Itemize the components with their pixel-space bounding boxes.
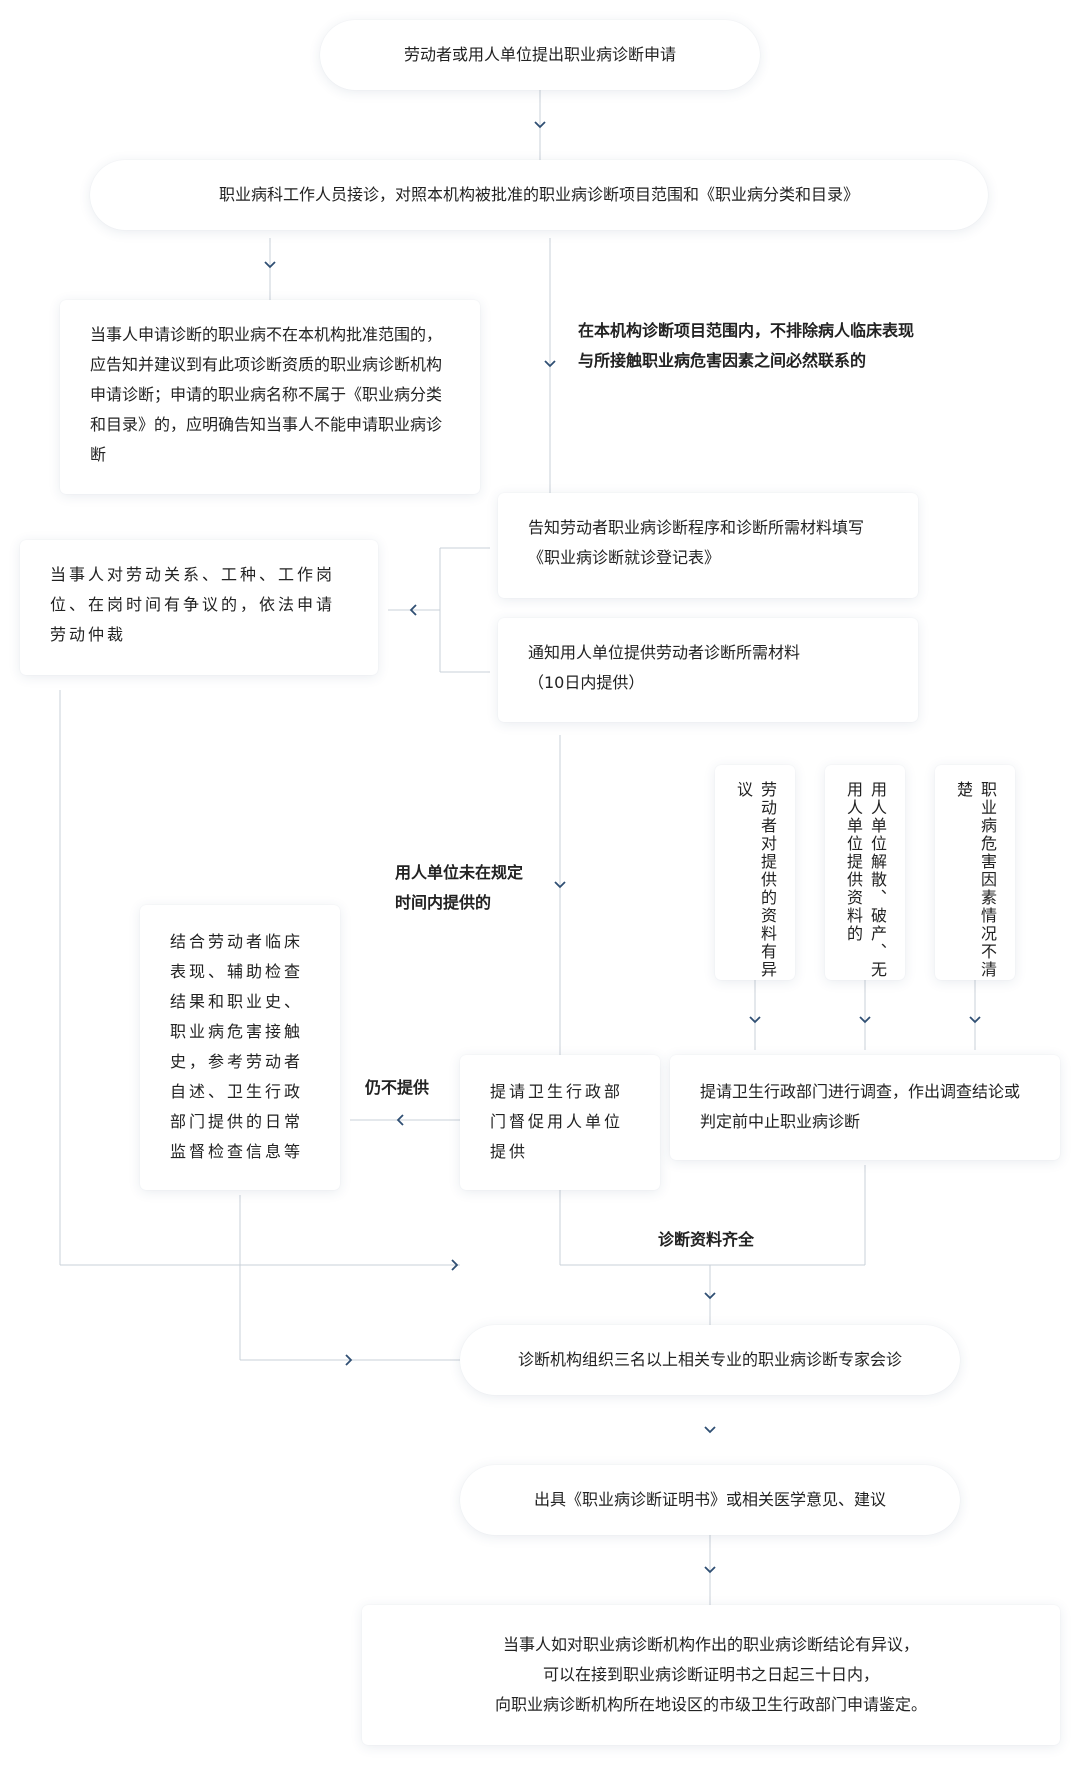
chevron-down-icon xyxy=(542,356,558,372)
node-request-investigation-text: 提请卫生行政部门进行调查，作出调查结论或判定前中止职业病诊断 xyxy=(700,1082,1021,1131)
node-out-of-scope-text: 当事人申请诊断的职业病不在本机构批准范围的，应告知并建议到有此项诊断资质的职业病… xyxy=(90,325,443,464)
node-employer-dissolved: 用人单位解散、破产、无用人单位提供资料的 xyxy=(825,765,905,980)
node-issue-certificate: 出具《职业病诊断证明书》或相关医学意见、建议 xyxy=(460,1465,960,1535)
node-notify-employer: 通知用人单位提供劳动者诊断所需材料 （10日内提供） xyxy=(498,618,918,722)
node-inform-worker-text: 告知劳动者职业病诊断程序和诊断所需材料填写《职业病诊断就诊登记表》 xyxy=(528,518,865,567)
node-in-scope-text: 在本机构诊断项目范围内，不排除病人临床表现与所接触职业病危害因素之间必然联系的 xyxy=(578,321,915,370)
node-apply: 劳动者或用人单位提出职业病诊断申请 xyxy=(320,20,760,90)
node-out-of-scope: 当事人申请诊断的职业病不在本机构批准范围的，应告知并建议到有此项诊断资质的职业病… xyxy=(60,300,480,494)
node-in-scope: 在本机构诊断项目范围内，不排除病人临床表现与所接触职业病危害因素之间必然联系的 xyxy=(578,316,928,376)
label-still-not-provided: 仍不提供 xyxy=(365,1073,429,1103)
chevron-down-icon xyxy=(967,1012,983,1028)
chevron-down-icon xyxy=(702,1562,718,1578)
node-combine-evidence: 结合劳动者临床表现、辅助检查结果和职业史、职业病危害接触史，参考劳动者自述、卫生… xyxy=(140,905,340,1190)
node-issue-certificate-text: 出具《职业病诊断证明书》或相关医学意见、建议 xyxy=(533,1490,886,1509)
chevron-right-icon xyxy=(446,1257,462,1273)
node-expert-consultation: 诊断机构组织三名以上相关专业的职业病诊断专家会诊 xyxy=(460,1325,960,1395)
node-expert-consultation-text: 诊断机构组织三名以上相关专业的职业病诊断专家会诊 xyxy=(517,1350,902,1369)
label-still-not-provided-text: 仍不提供 xyxy=(365,1078,430,1097)
node-appeal-line2: 可以在接到职业病诊断证明书之日起三十日内， xyxy=(542,1665,879,1684)
node-worker-objection-text: 劳动者对提供的资料有异议 xyxy=(734,781,777,979)
node-hazard-unclear-text: 职业病危害因素情况不清楚 xyxy=(954,781,997,979)
node-labor-dispute: 当事人对劳动关系、工种、工作岗位、在岗时间有争议的，依法申请劳动仲裁 xyxy=(20,540,378,675)
chevron-left-icon xyxy=(406,602,422,618)
node-request-supervision-text: 提请卫生行政部门督促用人单位提供 xyxy=(490,1082,624,1161)
label-employer-not-provided-text: 用人单位未在规定时间内提供的 xyxy=(395,863,524,912)
label-employer-not-provided: 用人单位未在规定时间内提供的 xyxy=(395,858,535,918)
chevron-right-icon xyxy=(340,1352,356,1368)
node-reception-text: 职业病科工作人员接诊，对照本机构被批准的职业病诊断项目范围和《职业病分类和目录》 xyxy=(218,185,859,204)
chevron-down-icon xyxy=(747,1012,763,1028)
node-employer-dissolved-text: 用人单位解散、破产、无用人单位提供资料的 xyxy=(844,781,887,979)
label-materials-complete-text: 诊断资料齐全 xyxy=(658,1230,755,1249)
chevron-down-icon xyxy=(702,1422,718,1438)
node-apply-text: 劳动者或用人单位提出职业病诊断申请 xyxy=(403,45,676,64)
label-materials-complete: 诊断资料齐全 xyxy=(658,1225,754,1255)
node-notify-employer-note: （10日内提供） xyxy=(528,673,645,692)
chevron-down-icon xyxy=(857,1012,873,1028)
node-request-investigation: 提请卫生行政部门进行调查，作出调查结论或判定前中止职业病诊断 xyxy=(670,1055,1060,1160)
node-request-supervision: 提请卫生行政部门督促用人单位提供 xyxy=(460,1055,660,1190)
node-inform-worker: 告知劳动者职业病诊断程序和诊断所需材料填写《职业病诊断就诊登记表》 xyxy=(498,493,918,598)
node-appeal-line1: 当事人如对职业病诊断机构作出的职业病诊断结论有异议， xyxy=(502,1635,919,1654)
chevron-down-icon xyxy=(532,117,548,133)
node-reception: 职业病科工作人员接诊，对照本机构被批准的职业病诊断项目范围和《职业病分类和目录》 xyxy=(90,160,988,230)
node-notify-employer-text: 通知用人单位提供劳动者诊断所需材料 xyxy=(528,643,801,662)
node-combine-evidence-text: 结合劳动者临床表现、辅助检查结果和职业史、职业病危害接触史，参考劳动者自述、卫生… xyxy=(170,932,304,1161)
node-appeal: 当事人如对职业病诊断机构作出的职业病诊断结论有异议， 可以在接到职业病诊断证明书… xyxy=(362,1605,1060,1745)
chevron-down-icon xyxy=(262,257,278,273)
node-appeal-line3: 向职业病诊断机构所在地设区的市级卫生行政部门申请鉴定。 xyxy=(494,1695,927,1714)
chevron-down-icon xyxy=(552,877,568,893)
node-worker-objection: 劳动者对提供的资料有异议 xyxy=(715,765,795,980)
node-labor-dispute-text: 当事人对劳动关系、工种、工作岗位、在岗时间有争议的，依法申请劳动仲裁 xyxy=(50,565,336,644)
chevron-down-icon xyxy=(702,1288,718,1304)
node-hazard-unclear: 职业病危害因素情况不清楚 xyxy=(935,765,1015,980)
chevron-left-icon xyxy=(393,1112,409,1128)
